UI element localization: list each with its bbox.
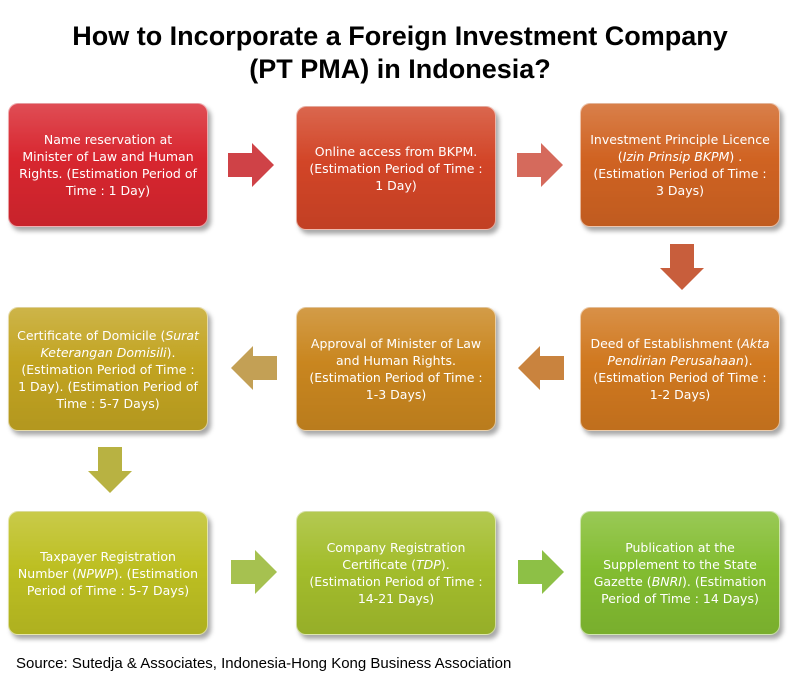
step-4-box: Deed of Establishment (Akta Pendirian Pe… bbox=[580, 307, 780, 431]
step-7-text-italic: NPWP bbox=[77, 565, 114, 581]
title-line-2: (PT PMA) in Indonesia? bbox=[249, 54, 551, 84]
step-2-text: Online access from BKPM. (Estimation Per… bbox=[309, 143, 483, 193]
step-9-text-pre: Publication at the Supplement to the Sta… bbox=[593, 540, 757, 589]
step-4-text-post: ). (Estimation Period of Time : 1-2 Days… bbox=[593, 353, 767, 402]
arrow-right-icon bbox=[228, 143, 274, 187]
step-5-text: Approval of Minister of Law and Human Ri… bbox=[309, 336, 483, 402]
step-8-text-italic: TDP bbox=[416, 557, 441, 572]
title-line-1: How to Incorporate a Foreign Investment … bbox=[72, 21, 728, 51]
step-8-text: Company Registration Certificate (TDP). … bbox=[305, 539, 487, 607]
step-2-box: Online access from BKPM. (Estimation Per… bbox=[296, 106, 496, 230]
step-3-box: Investment Principle Licence (Izin Prins… bbox=[580, 103, 780, 227]
arrow-left-icon bbox=[518, 346, 564, 390]
diagram-title: How to Incorporate a Foreign Investment … bbox=[0, 20, 800, 86]
step-6-text-italic: Surat Keterangan Domisili bbox=[40, 327, 199, 360]
step-6-text: Certificate of Domicile (Surat Keteranga… bbox=[17, 327, 199, 412]
step-1-text: Name reservation at Minister of Law and … bbox=[19, 132, 197, 198]
step-7-text: Taxpayer Registration Number (NPWP). (Es… bbox=[17, 548, 199, 599]
step-9-text-post: ). (Estimation Period of Time : 14 Days) bbox=[601, 574, 767, 606]
step-8-box: Company Registration Certificate (TDP). … bbox=[296, 511, 496, 635]
step-9-text-italic: BNRI bbox=[651, 574, 682, 589]
arrow-down-icon bbox=[88, 447, 132, 493]
arrow-right-icon bbox=[231, 550, 277, 594]
step-9-box: Publication at the Supplement to the Sta… bbox=[580, 511, 780, 635]
step-8-text-pre: Company Registration Certificate ( bbox=[326, 540, 466, 572]
step-4-text: Deed of Establishment (Akta Pendirian Pe… bbox=[589, 335, 771, 403]
step-6-text-post: ). (Estimation Period of Time : 1 Day). … bbox=[18, 344, 198, 411]
step-8-text-post: ). (Estimation Period of Time : 14-21 Da… bbox=[309, 557, 483, 606]
step-4-text-italic: Akta Pendirian Perusahaan bbox=[607, 336, 770, 368]
step-7-text-pre: Taxpayer Registration Number ( bbox=[17, 548, 176, 581]
step-3-text-italic: Izin Prinsip BKPM bbox=[622, 149, 730, 164]
step-6-text-pre: Certificate of Domicile ( bbox=[17, 327, 166, 343]
step-6-box: Certificate of Domicile (Surat Keteranga… bbox=[8, 307, 208, 431]
step-3-text: Investment Principle Licence (Izin Prins… bbox=[589, 131, 771, 199]
source-caption: Source: Sutedja & Associates, Indonesia-… bbox=[16, 655, 512, 672]
step-7-box: Taxpayer Registration Number (NPWP). (Es… bbox=[8, 511, 208, 635]
step-3-text-pre: Investment Principle Licence ( bbox=[590, 132, 770, 164]
arrow-down-icon bbox=[660, 244, 704, 290]
step-7-text-post: ). (Estimation Period of Time : 5-7 Days… bbox=[26, 565, 199, 598]
step-3-text-post: ) . (Estimation Period of Time : 3 Days) bbox=[593, 149, 767, 198]
step-1-box: Name reservation at Minister of Law and … bbox=[8, 103, 208, 227]
arrow-right-icon bbox=[517, 143, 563, 187]
step-4-text-pre: Deed of Establishment ( bbox=[590, 336, 742, 351]
arrow-right-icon bbox=[518, 550, 564, 594]
step-5-box: Approval of Minister of Law and Human Ri… bbox=[296, 307, 496, 431]
arrow-left-icon bbox=[231, 346, 277, 390]
step-9-text: Publication at the Supplement to the Sta… bbox=[589, 539, 771, 607]
